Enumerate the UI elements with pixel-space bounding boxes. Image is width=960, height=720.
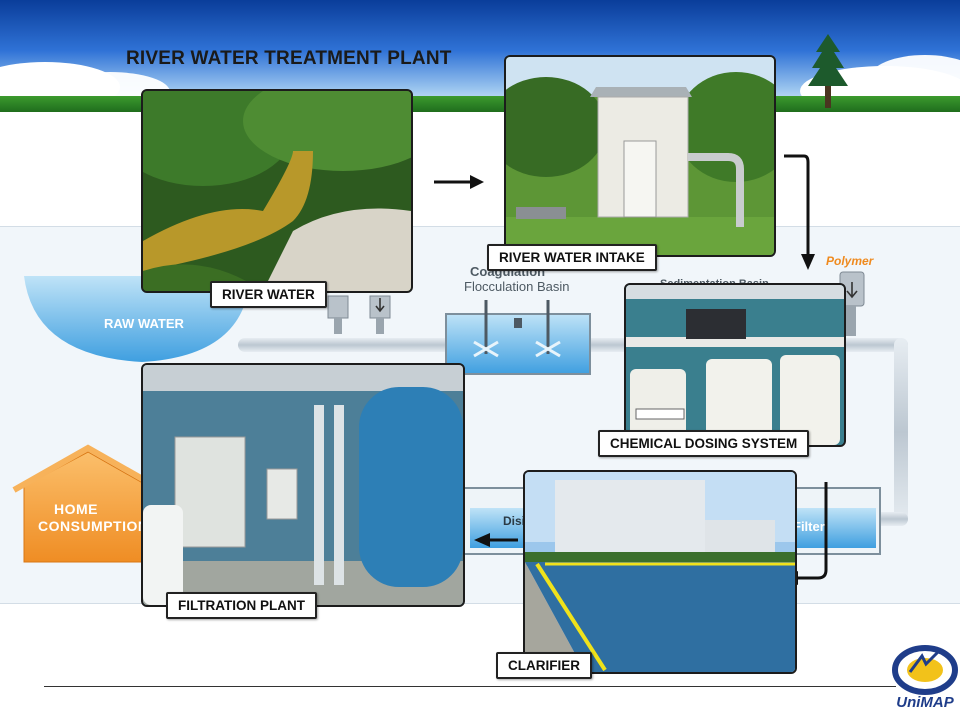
flow-arrow-right-icon bbox=[434, 175, 484, 189]
consumption-text: CONSUMPTION bbox=[38, 518, 149, 534]
university-logo: UniMAP bbox=[892, 642, 958, 716]
unimap-emblem-icon bbox=[892, 645, 958, 695]
flocculation-basin-text: Flocculation Basin bbox=[464, 279, 570, 294]
filter-text: Filter bbox=[793, 519, 825, 534]
clarifier-photo bbox=[523, 470, 797, 674]
river-water-label: RIVER WATER bbox=[210, 281, 327, 308]
bottom-divider bbox=[44, 686, 896, 687]
slide-title: RIVER WATER TREATMENT PLANT bbox=[126, 48, 452, 69]
chemical-dosing-photo bbox=[624, 283, 846, 447]
clarifier-label: CLARIFIER bbox=[496, 652, 592, 679]
polymer-text: Polymer bbox=[826, 254, 874, 268]
chemical-dosing-label: CHEMICAL DOSING SYSTEM bbox=[598, 430, 810, 457]
logo-text: UniMAP bbox=[896, 694, 954, 711]
filtration-plant-photo bbox=[141, 363, 465, 607]
flow-arrow-left-icon bbox=[474, 533, 518, 547]
river-water-intake-photo bbox=[504, 55, 776, 257]
raw-water-text: RAW WATER bbox=[104, 316, 184, 331]
raw-water-reservoir bbox=[24, 276, 250, 362]
pine-tree-icon bbox=[808, 34, 848, 108]
home-text: HOME bbox=[54, 501, 98, 517]
filtration-plant-label: FILTRATION PLANT bbox=[166, 592, 317, 619]
river-water-intake-label: RIVER WATER INTAKE bbox=[487, 244, 657, 271]
flow-arrow-down-icon bbox=[784, 154, 815, 270]
river-water-photo bbox=[141, 89, 413, 293]
